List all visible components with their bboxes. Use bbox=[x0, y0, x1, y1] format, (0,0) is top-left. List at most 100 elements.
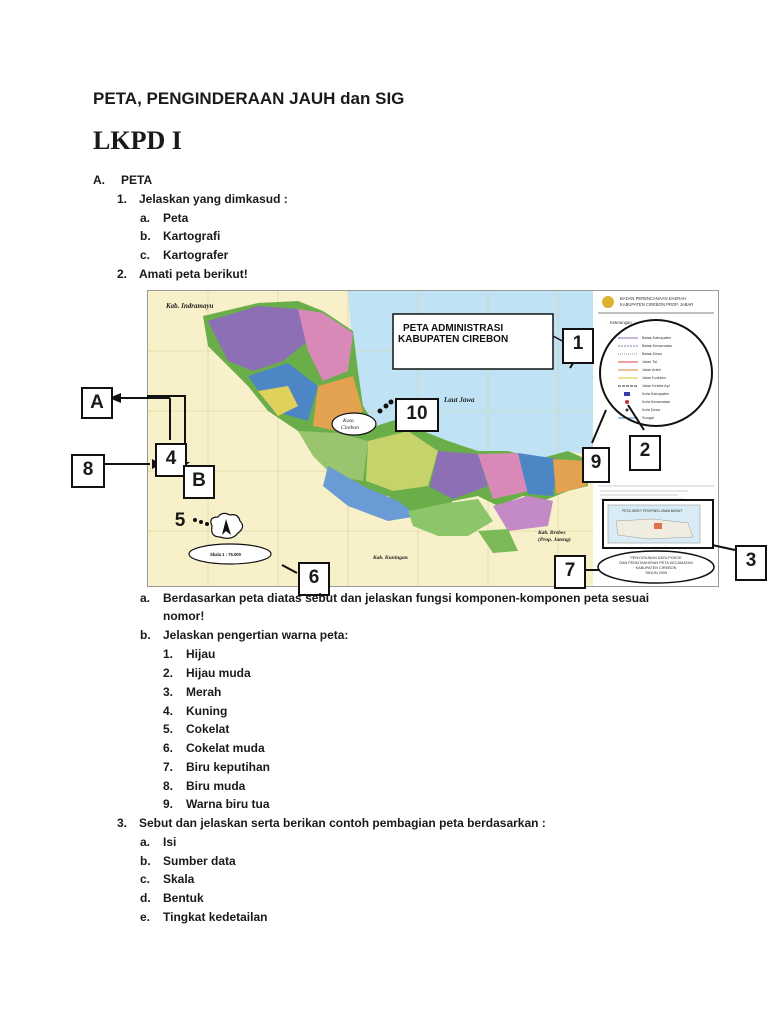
map-header-2: KABUPATEN CIREBON PROP. JABAR bbox=[620, 302, 693, 307]
question-number: 2. bbox=[117, 267, 128, 281]
callout-b: B bbox=[183, 465, 215, 499]
list-item: c. Skala bbox=[140, 871, 194, 887]
color-item: 7. Biru keputihan bbox=[163, 759, 270, 775]
list-text: Sumber data bbox=[163, 854, 236, 868]
list-item: e. Tingkat kedetailan bbox=[140, 909, 267, 925]
map-footer: KABUPATEN CIREBON bbox=[636, 566, 677, 570]
color-item: 3.Merah bbox=[163, 684, 221, 700]
question-number: 1. bbox=[117, 192, 128, 206]
question-3: 3. Sebut dan jelaskan serta berikan cont… bbox=[117, 815, 546, 831]
list-text: Merah bbox=[186, 685, 222, 699]
callout-5: 5 bbox=[174, 510, 186, 531]
legend-highlight bbox=[599, 319, 713, 427]
question-text: Sebut dan jelaskan serta berikan contoh … bbox=[139, 816, 546, 830]
list-item: a. Peta bbox=[140, 210, 188, 226]
question-2: 2. Amati peta berikut! bbox=[117, 266, 248, 282]
label-brebes-prov: (Prop. Jateng) bbox=[538, 536, 571, 543]
legend-title: Keterangan : bbox=[610, 320, 634, 325]
map-footer: TAHUN 2005 bbox=[645, 571, 667, 575]
list-text: Biru muda bbox=[186, 779, 246, 793]
list-marker: a. bbox=[140, 591, 151, 605]
map-header-1: BADAN PERENCANAAN DAERAH bbox=[620, 296, 686, 301]
list-text: Bentuk bbox=[163, 891, 204, 905]
callout-7: 7 bbox=[554, 555, 586, 589]
map-figure: BADAN PERENCANAAN DAERAH KABUPATEN CIREB… bbox=[148, 291, 718, 586]
list-text: Hijau bbox=[186, 647, 216, 661]
question-text: Jelaskan yang dimkasud : bbox=[139, 192, 288, 206]
callout-3: 3 bbox=[735, 545, 767, 581]
label-cirebon: Cirebon bbox=[341, 425, 359, 431]
color-item: 2.Hijau muda bbox=[163, 665, 251, 681]
color-item: 5.Cokelat bbox=[163, 721, 229, 737]
section-label: PETA bbox=[121, 173, 153, 187]
legend-item: Batas Desa bbox=[642, 352, 663, 356]
regency-districts bbox=[203, 301, 588, 553]
list-marker: 1. bbox=[163, 647, 174, 661]
color-item: 9. Warna biru tua bbox=[163, 796, 270, 812]
label-brebes: Kab. Brebes bbox=[537, 530, 566, 536]
list-text: Jelaskan pengertian warna peta: bbox=[163, 628, 349, 642]
list-text: Isi bbox=[163, 835, 177, 849]
list-marker: 7. bbox=[163, 760, 174, 774]
map-title-1: PETA ADMINISTRASI bbox=[403, 323, 503, 334]
list-marker: 8. bbox=[163, 779, 174, 793]
doc-title: PETA, PENGINDERAAN JAUH dan SIG bbox=[93, 89, 405, 108]
list-marker: e. bbox=[140, 910, 151, 924]
list-item: a. Isi bbox=[140, 834, 176, 850]
arrow-head-icon bbox=[109, 393, 121, 403]
list-text: Tingkat kedetailan bbox=[163, 910, 268, 924]
list-marker: c. bbox=[140, 872, 151, 886]
list-marker: b. bbox=[140, 628, 151, 642]
list-text: Biru keputihan bbox=[186, 760, 271, 774]
map-scale: Skala 1 : 75.000 bbox=[210, 552, 242, 557]
list-marker: b. bbox=[140, 229, 151, 243]
inset-title: PETA INSET PROPINSI JAWA BARAT bbox=[622, 509, 683, 513]
callout-1: 1 bbox=[562, 328, 594, 364]
label-kota: Kota bbox=[342, 418, 354, 424]
list-text: Cokelat muda bbox=[186, 741, 265, 755]
color-item: 6.Cokelat muda bbox=[163, 740, 265, 756]
emblem-icon bbox=[602, 296, 614, 308]
section-marker: A. bbox=[93, 173, 105, 187]
list-marker: a. bbox=[140, 835, 151, 849]
question-number: 3. bbox=[117, 816, 128, 830]
list-text: Skala bbox=[163, 872, 195, 886]
list-text: Cokelat bbox=[186, 722, 230, 736]
map-footer: DAN PEMUTAKHIRAN PETA KECAMATAN bbox=[619, 561, 693, 565]
list-item: b. Kartografi bbox=[140, 228, 220, 244]
list-text: Hijau muda bbox=[186, 666, 251, 680]
legend-item: Jalan Tol bbox=[642, 360, 657, 364]
list-item: b.Sumber data bbox=[140, 853, 236, 869]
color-item: 1. Hijau bbox=[163, 646, 215, 662]
administrative-map: BADAN PERENCANAAN DAERAH KABUPATEN CIREB… bbox=[147, 290, 719, 587]
label-kuningan: Kab. Kuningan bbox=[372, 555, 408, 561]
callout-6: 6 bbox=[298, 562, 330, 596]
list-item: b. Jelaskan pengertian warna peta: bbox=[140, 627, 348, 643]
list-item: a. Berdasarkan peta diatas sebut dan jel… bbox=[140, 590, 649, 606]
list-marker: c. bbox=[140, 248, 151, 262]
list-marker: 4. bbox=[163, 704, 174, 718]
list-marker: 9. bbox=[163, 797, 174, 811]
list-marker: a. bbox=[140, 211, 151, 225]
legend-item: Jalan Arteri bbox=[642, 368, 661, 372]
callout-8: 8 bbox=[71, 454, 105, 488]
map-title-2: KABUPATEN CIREBON bbox=[398, 334, 508, 345]
color-item: 8. Biru muda bbox=[163, 778, 245, 794]
list-text: Kartografi bbox=[163, 229, 221, 243]
inset-highlight bbox=[602, 499, 714, 549]
color-item: 4. Kuning bbox=[163, 703, 227, 719]
legend-item: Batas Kabupaten bbox=[642, 336, 671, 340]
callout-4: 4 bbox=[155, 443, 187, 477]
list-text: Kuning bbox=[186, 704, 228, 718]
list-text: Warna biru tua bbox=[186, 797, 270, 811]
map-title-box bbox=[392, 313, 554, 370]
list-text: Peta bbox=[163, 211, 189, 225]
label-indramayu: Kab. Indramayu bbox=[165, 302, 214, 310]
question-text: Amati peta berikut! bbox=[139, 267, 248, 281]
footer-highlight bbox=[597, 550, 715, 584]
scale-bubble bbox=[188, 543, 272, 565]
callout-2: 2 bbox=[629, 435, 661, 471]
list-text-cont: nomor! bbox=[163, 609, 205, 623]
doc-subtitle: LKPD I bbox=[93, 126, 182, 155]
